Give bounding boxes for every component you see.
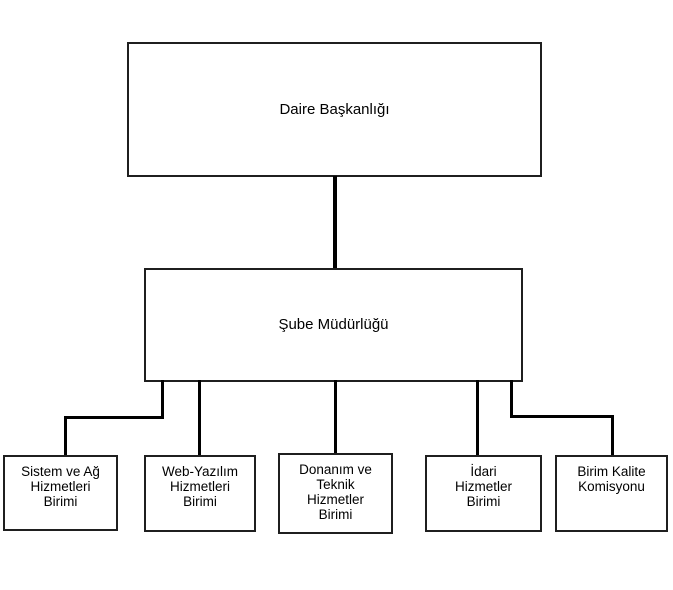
connector-daire-to-sube: [333, 176, 337, 270]
node-sistem-ag-hizmetleri-birimi: Sistem ve Ağ Hizmetleri Birimi: [3, 455, 118, 531]
node-web-yazilim-hizmetleri-birimi-label: Web-Yazılım Hizmetleri Birimi: [161, 464, 239, 509]
connector-sube-to-sistem-drop: [161, 380, 164, 419]
node-sube-mudurlugu-label: Şube Müdürlüğü: [278, 316, 389, 333]
connector-sube-to-kalite-drop: [510, 380, 513, 418]
node-sistem-ag-hizmetleri-birimi-label: Sistem ve Ağ Hizmetleri Birimi: [21, 464, 100, 509]
connector-sube-to-sistem-down: [64, 416, 67, 457]
connector-sube-to-donanim: [334, 380, 337, 455]
connector-sube-to-kalite-horizontal: [510, 415, 614, 418]
node-birim-kalite-komisyonu-label: Birim Kalite Komisyonu: [577, 464, 646, 494]
node-idari-hizmetler-birimi: İdari Hizmetler Birimi: [425, 455, 542, 532]
node-donanim-teknik-hizmetler-birimi: Donanım ve Teknik Hizmetler Birimi: [278, 453, 393, 534]
node-daire-baskanligi-label: Daire Başkanlığı: [279, 100, 390, 118]
connector-sube-to-kalite-down: [611, 415, 614, 457]
node-web-yazilim-hizmetleri-birimi: Web-Yazılım Hizmetleri Birimi: [144, 455, 256, 532]
node-sube-mudurlugu: Şube Müdürlüğü: [144, 268, 523, 382]
connector-sube-to-idari: [476, 380, 479, 457]
node-idari-hizmetler-birimi-label: İdari Hizmetler Birimi: [454, 464, 512, 509]
connector-sube-to-sistem-horizontal: [64, 416, 164, 419]
node-donanim-teknik-hizmetler-birimi-label: Donanım ve Teknik Hizmetler Birimi: [299, 462, 372, 522]
connector-sube-to-web: [198, 380, 201, 457]
node-daire-baskanligi: Daire Başkanlığı: [127, 42, 542, 177]
node-birim-kalite-komisyonu: Birim Kalite Komisyonu: [555, 455, 668, 532]
